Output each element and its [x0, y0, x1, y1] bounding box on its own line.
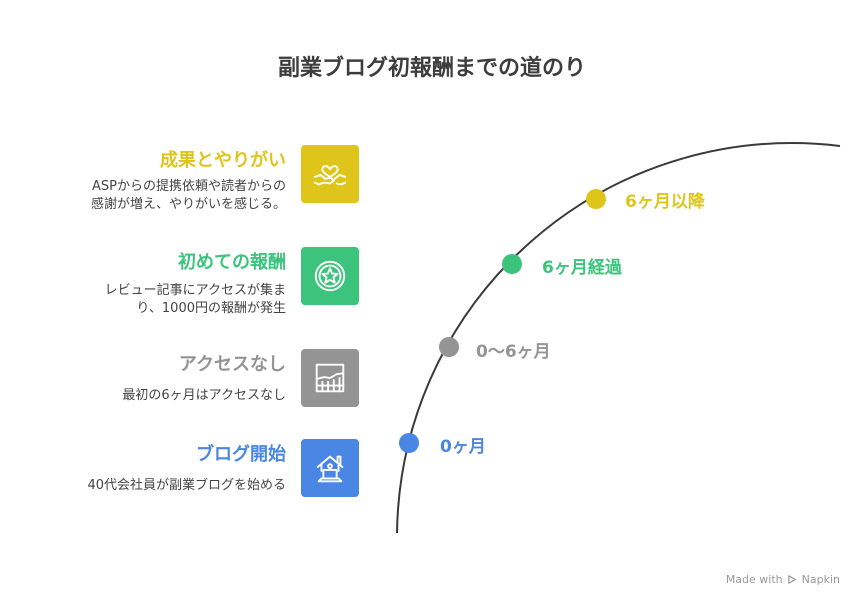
step-heading-results: 成果とやりがい [160, 150, 286, 171]
step-desc-blog-start: 40代会社員が副業ブログを始める [26, 477, 286, 495]
step-desc-first-reward: レビュー記事にアクセスが集ま り、1000円の報酬が発生 [26, 282, 286, 318]
napkin-credit[interactable]: Made with Napkin [726, 573, 840, 586]
step-desc-line: 最初の6ヶ月はアクセスなし [122, 388, 286, 403]
napkin-logo-icon [787, 575, 796, 584]
star-badge-icon [314, 260, 346, 292]
step-desc-line: ASPからの提携依頼や読者からの [92, 179, 286, 194]
step-desc-results: ASPからの提携依頼や読者からの 感謝が増え、やりがいを感じる。 [26, 178, 286, 214]
step-icon-box-results [301, 145, 359, 203]
step-icon-box-first-reward [301, 247, 359, 305]
step-desc-line: り、1000円の報酬が発生 [136, 301, 286, 316]
step-heading-no-access: アクセスなし [178, 354, 286, 375]
page-title: 副業ブログ初報酬までの道のり [277, 56, 586, 81]
timeline-label-0-months: 0ヶ月 [440, 437, 486, 457]
home-laptop-icon [316, 455, 344, 483]
flat-chart-icon [315, 363, 345, 393]
step-heading-first-reward: 初めての報酬 [178, 252, 286, 273]
timeline-dot-6-months [502, 254, 522, 274]
credit-brand: Napkin [801, 573, 840, 586]
timeline-label-after-6-months: 6ヶ月以降 [625, 192, 705, 212]
timeline-dot-0-6-months [439, 337, 459, 357]
timeline-dot-after-6-months [586, 189, 606, 209]
step-desc-line: レビュー記事にアクセスが集ま [104, 283, 286, 298]
step-icon-box-no-access [301, 349, 359, 407]
timeline-dot-0-months [399, 433, 419, 453]
timeline-label-0-6-months: 0〜6ヶ月 [476, 342, 551, 362]
timeline-label-6-months: 6ヶ月経過 [542, 258, 622, 278]
step-desc-line: 40代会社員が副業ブログを始める [87, 478, 286, 493]
credit-text: Made with [725, 573, 783, 586]
step-heading-blog-start: ブログ開始 [196, 444, 286, 465]
step-desc-line: 感謝が増え、やりがいを感じる。 [90, 197, 286, 212]
heart-handshake-icon [313, 165, 347, 186]
step-icon-box-blog-start [301, 439, 359, 497]
timeline-curve [396, 142, 841, 534]
step-desc-no-access: 最初の6ヶ月はアクセスなし [26, 387, 286, 405]
